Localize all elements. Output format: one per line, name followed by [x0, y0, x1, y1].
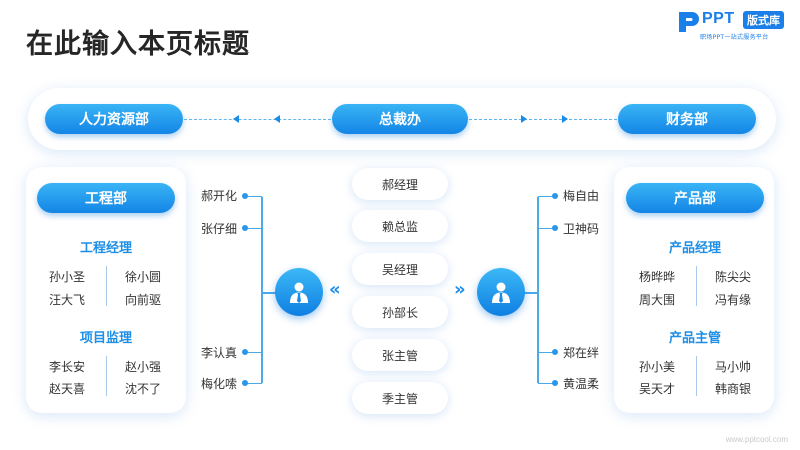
center-item: 张主管 [352, 339, 448, 371]
left-branch-name: 梅化嗦 [201, 377, 238, 391]
left-g1-b2: 向前驱 [125, 293, 162, 307]
right-g2-b1: 马小帅 [715, 360, 752, 374]
right-branch-dot [552, 193, 558, 199]
left-g2-b1: 赵小强 [125, 360, 162, 374]
right-branch-link [524, 292, 538, 294]
left-g2-a1: 李长安 [49, 360, 86, 374]
arrow-right-1 [521, 115, 527, 123]
left-g2-a2: 赵天喜 [49, 382, 86, 396]
left-branch-name: 郝开化 [201, 189, 238, 203]
chevron-right-icon: » [454, 279, 466, 300]
left-g1-divider [106, 266, 107, 306]
left-g1-a1: 孙小圣 [49, 270, 86, 284]
right-branch-stub [538, 383, 556, 384]
arrow-right-2 [562, 115, 568, 123]
right-g1-b2: 冯有缘 [715, 293, 752, 307]
right-g1-b1: 陈尖尖 [715, 270, 752, 284]
left-branch-link [262, 292, 276, 294]
right-branch-dot [552, 349, 558, 355]
right-g1-a2: 周大围 [639, 293, 676, 307]
brand-logo: PPT 版式库 职场PPT一站式服务平台 [676, 10, 792, 41]
logo-wordmark: PPT [702, 10, 735, 27]
left-branch-name: 李认真 [201, 346, 238, 360]
right-g2-b2: 韩商银 [715, 382, 752, 396]
right-group2-title: 产品主管 [668, 331, 721, 346]
logo-badge: 版式库 [743, 11, 784, 29]
left-g2-divider [106, 356, 107, 396]
person-icon [290, 282, 308, 303]
right-branch-stub [538, 352, 556, 353]
arrow-left-1 [233, 115, 239, 123]
right-g2-a1: 孙小美 [639, 360, 676, 374]
left-g1-b1: 徐小圆 [125, 270, 162, 284]
right-g1-a1: 杨晔晔 [639, 270, 676, 284]
right-branch-trunk [537, 197, 539, 383]
left-branch-stub [244, 383, 262, 384]
right-g2-divider [696, 356, 697, 396]
logo-mark-icon [679, 12, 699, 32]
center-item: 吴经理 [352, 253, 448, 285]
left-branch-dot [242, 380, 248, 386]
right-branch-name: 卫神码 [563, 222, 600, 236]
left-branch-dot [242, 225, 248, 231]
left-card-header: 工程部 [37, 183, 175, 213]
left-branch-stub [244, 352, 262, 353]
center-item: 郝经理 [352, 168, 448, 200]
center-item: 孙部长 [352, 296, 448, 328]
person-icon [492, 282, 510, 303]
left-g2-b2: 沈不了 [125, 382, 162, 396]
node-finance: 财务部 [618, 104, 756, 134]
left-branch-dot [242, 349, 248, 355]
left-branch-dot [242, 193, 248, 199]
node-hr: 人力资源部 [45, 104, 183, 134]
left-person-node [275, 268, 323, 316]
center-item: 季主管 [352, 382, 448, 414]
left-g1-a2: 汪大飞 [49, 293, 86, 307]
left-branch-stub [244, 228, 262, 229]
chevron-left-icon: « [329, 279, 341, 300]
node-president-office: 总裁办 [332, 104, 468, 134]
watermark: www.pptcool.com [725, 435, 788, 444]
left-branch-trunk [261, 197, 263, 383]
right-g1-divider [696, 266, 697, 306]
page-title: 在此输入本页标题 [26, 29, 250, 60]
left-branch-stub [244, 196, 262, 197]
right-branch-name: 郑在绊 [563, 346, 600, 360]
right-card-header: 产品部 [626, 183, 764, 213]
connector-right [469, 119, 617, 120]
left-group1-title: 工程经理 [79, 241, 132, 256]
arrow-left-2 [274, 115, 280, 123]
logo-tagline: 职场PPT一站式服务平台 [700, 34, 769, 41]
right-branch-name: 黄温柔 [563, 377, 600, 391]
right-branch-stub [538, 228, 556, 229]
left-branch-name: 张仔细 [201, 222, 238, 236]
right-branch-dot [552, 380, 558, 386]
left-group2-title: 项目监理 [79, 331, 132, 346]
right-g2-a2: 吴天才 [639, 382, 676, 396]
right-branch-stub [538, 196, 556, 197]
right-branch-dot [552, 225, 558, 231]
right-person-node [477, 268, 525, 316]
right-branch-name: 梅自由 [563, 189, 600, 203]
center-item: 赖总监 [352, 210, 448, 242]
right-group1-title: 产品经理 [668, 241, 721, 256]
connector-left [184, 119, 331, 120]
